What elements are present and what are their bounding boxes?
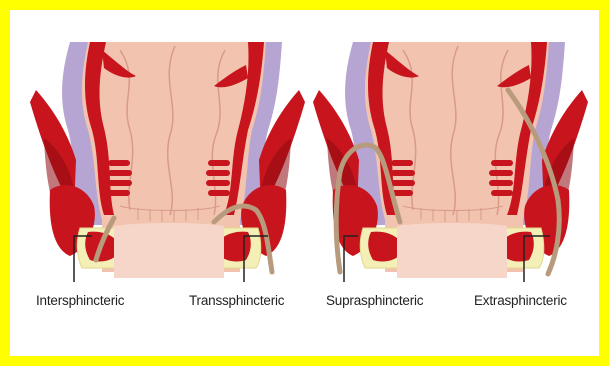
label-suprasphincteric: Suprasphincteric <box>326 293 423 308</box>
label-transsphincteric: Transsphincteric <box>189 293 284 308</box>
label-intersphincteric: Intersphincteric <box>36 293 124 308</box>
image-frame: Intersphincteric Transsphincteric Supras… <box>10 10 599 356</box>
left-anal-canal-drawing <box>30 42 305 278</box>
label-extrasphincteric: Extrasphincteric <box>474 293 567 308</box>
